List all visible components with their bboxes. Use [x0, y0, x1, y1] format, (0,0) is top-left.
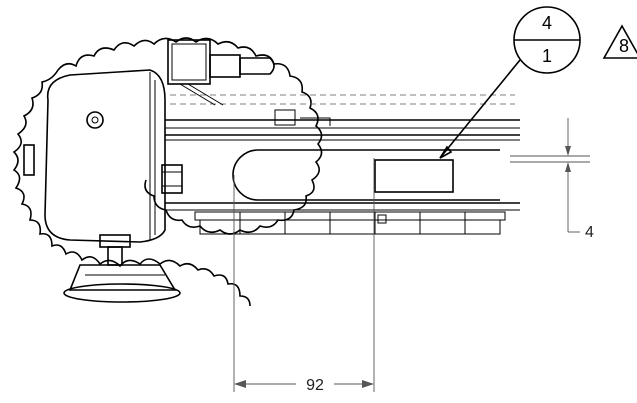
label-plate — [374, 159, 454, 193]
housing-bolt — [86, 111, 104, 129]
revision-label: 8 — [619, 36, 629, 56]
detail-cloud-boundary-left — [12, 69, 251, 307]
motor-housing — [23, 69, 183, 243]
detail-cloud-boundary — [57, 37, 323, 235]
callout-leader — [439, 59, 521, 159]
horizontal-dimension-value: 92 — [306, 377, 324, 394]
callout-bottom-number: 1 — [542, 46, 552, 66]
vertical-dimension-value: 4 — [585, 224, 594, 241]
horizontal-dimension: 92 — [233, 158, 375, 394]
callout-top-number: 4 — [542, 13, 552, 33]
top-connector — [167, 39, 275, 106]
revision-triangle — [602, 24, 637, 59]
vertical-dimension: 4 — [510, 118, 594, 241]
beam-assembly — [165, 94, 520, 235]
beam-slot — [232, 149, 500, 201]
leveling-foot — [63, 234, 181, 303]
